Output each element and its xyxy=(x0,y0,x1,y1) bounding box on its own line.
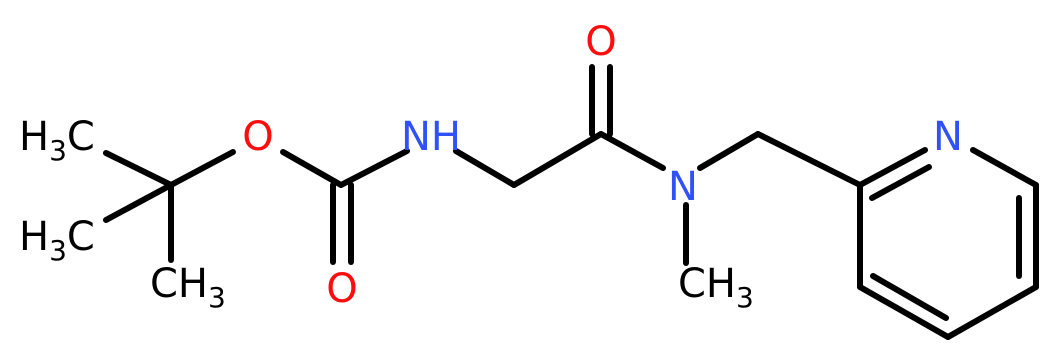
bond xyxy=(869,164,932,201)
bond xyxy=(338,148,410,188)
n-methyl-label: CH3 xyxy=(678,261,754,314)
amide-n-label: N xyxy=(668,164,698,210)
carbonyl-oxygen-bottom-label: O xyxy=(326,266,357,312)
bond xyxy=(870,273,949,321)
ester-oxygen-label: O xyxy=(242,114,273,160)
bond xyxy=(697,131,761,171)
bond xyxy=(103,150,174,188)
bonds xyxy=(103,64,1039,340)
carbonyl-oxygen-top-label: O xyxy=(585,19,616,65)
bond xyxy=(103,182,174,223)
bond xyxy=(168,149,236,188)
bond xyxy=(857,284,951,340)
bond xyxy=(945,284,1039,340)
bond xyxy=(857,147,928,188)
bond xyxy=(511,131,604,188)
bond xyxy=(755,131,863,188)
methyl-label-bottom: CH3 xyxy=(150,261,226,314)
bond xyxy=(970,147,1039,188)
amide-nh-label: NH xyxy=(401,114,461,160)
bond xyxy=(453,148,517,188)
pyridine-nitrogen-label: N xyxy=(933,114,963,160)
methyl-label-middle: H3C xyxy=(19,214,95,267)
bond xyxy=(280,149,344,188)
bond xyxy=(598,131,666,171)
atom-labels: H3C H3C CH3 O O NH O N CH3 N xyxy=(19,19,963,314)
methyl-label-top: H3C xyxy=(19,114,95,167)
